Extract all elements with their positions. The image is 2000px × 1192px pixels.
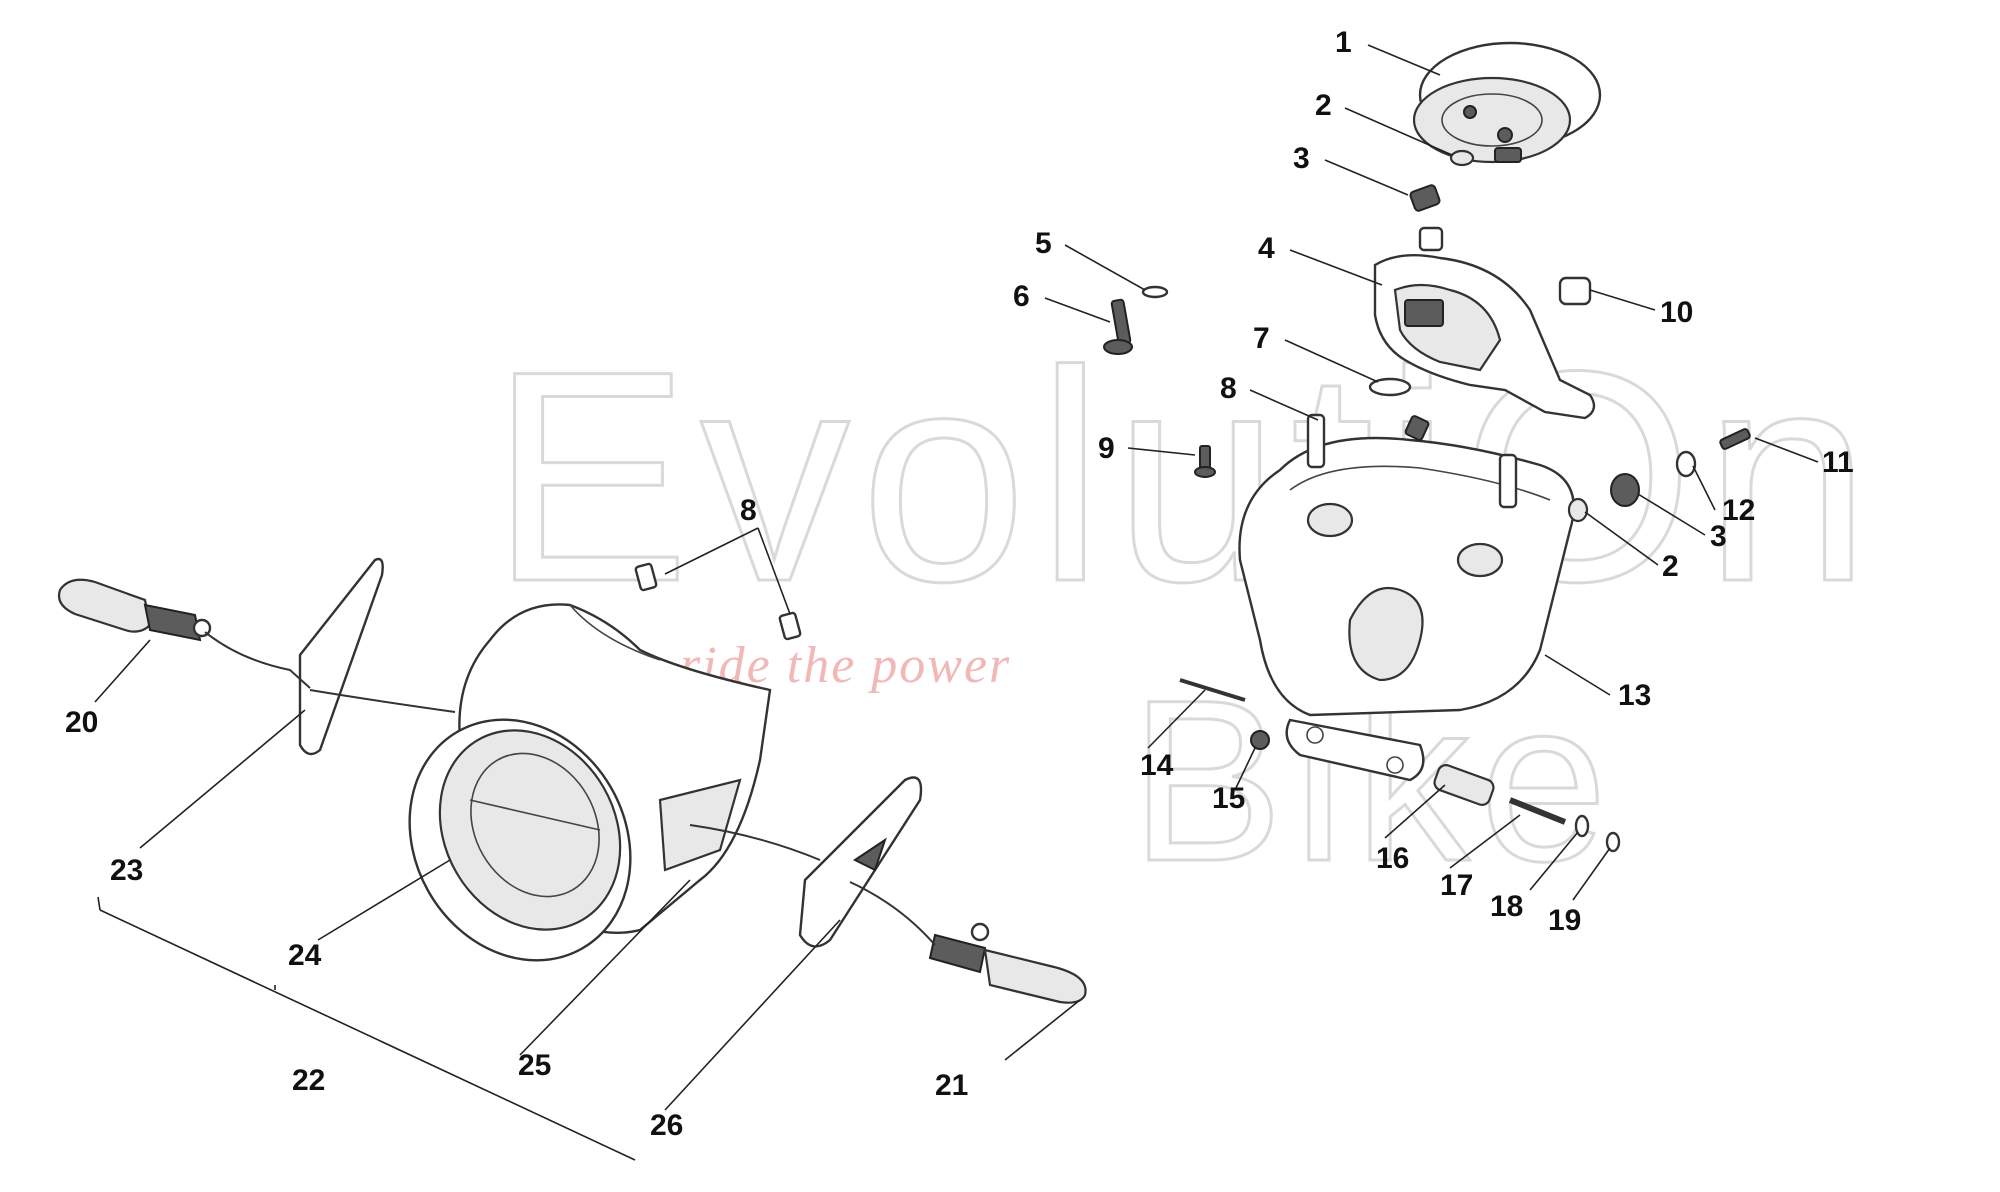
callout-14: 14 <box>1140 749 1174 782</box>
wiring <box>204 631 936 946</box>
part-screw-11 <box>1719 428 1751 450</box>
part-instrument-bracket <box>1373 226 1596 420</box>
callouts: 1 2 3 4 5 6 7 8 9 10 11 12 3 2 13 14 15 … <box>65 26 1854 1142</box>
part-pin-14 <box>1179 678 1246 702</box>
callout-2-right: 2 <box>1662 550 1679 583</box>
callout-3-right: 3 <box>1710 520 1727 553</box>
callout-20: 20 <box>65 706 98 739</box>
callout-15: 15 <box>1212 782 1245 815</box>
callout-1: 1 <box>1335 26 1352 59</box>
callout-23: 23 <box>110 854 143 887</box>
callout-11: 11 <box>1822 446 1854 479</box>
part-lower-bracket <box>1285 718 1425 782</box>
callout-9: 9 <box>1098 432 1115 465</box>
part-clip-8-right <box>1404 415 1430 441</box>
part-spacer <box>1409 184 1441 212</box>
part-signal-bracket-left <box>298 557 384 756</box>
callout-8: 8 <box>1220 372 1237 405</box>
callout-17: 17 <box>1440 869 1473 902</box>
callout-10: 10 <box>1660 296 1693 329</box>
part-washer-5 <box>1141 285 1169 299</box>
part-screw-9 <box>1194 445 1216 478</box>
part-signal-bracket-right <box>798 776 923 948</box>
callout-26: 26 <box>650 1109 683 1142</box>
leader-lines <box>94 44 1819 1161</box>
callout-18: 18 <box>1490 890 1523 923</box>
callout-24: 24 <box>288 939 322 972</box>
part-bush-10 <box>1558 276 1592 306</box>
callout-3: 3 <box>1293 142 1310 175</box>
part-washer-7 <box>1368 377 1412 397</box>
part-headlight-rim <box>408 718 632 962</box>
callout-22: 22 <box>292 1064 325 1097</box>
part-washer-18 <box>1574 814 1590 838</box>
part-nut-15 <box>1250 730 1270 750</box>
callout-2: 2 <box>1315 89 1332 122</box>
part-spacer-3-right <box>1610 473 1640 507</box>
part-bolt-17 <box>1508 797 1567 825</box>
part-turn-signal-left <box>57 578 212 642</box>
part-washer-12 <box>1675 450 1697 478</box>
watermark-brand: EvolutiOn <box>490 308 1881 644</box>
callout-19: 19 <box>1548 904 1581 937</box>
callout-4: 4 <box>1258 232 1275 265</box>
part-instrument-cluster <box>1412 41 1602 164</box>
callout-25: 25 <box>518 1049 551 1082</box>
callout-5: 5 <box>1035 227 1052 260</box>
part-sleeve-16 <box>1433 764 1495 806</box>
part-grommet-2-right <box>1567 497 1589 523</box>
watermark: EvolutiOn Bike ride the power <box>489 307 1881 911</box>
part-clip-8-left-a <box>634 562 658 592</box>
callout-7: 7 <box>1253 322 1270 355</box>
part-rubber-grommet <box>1449 149 1475 167</box>
part-nut-19 <box>1605 831 1621 853</box>
part-screw-6 <box>1103 298 1133 355</box>
callout-21: 21 <box>935 1069 968 1102</box>
callout-13: 13 <box>1618 679 1651 712</box>
callout-12: 12 <box>1722 494 1755 527</box>
part-turn-signal-right <box>928 922 1087 1004</box>
callout-16: 16 <box>1376 842 1409 875</box>
part-headlight-mount <box>1238 413 1575 717</box>
callout-6: 6 <box>1013 280 1030 313</box>
part-clip-8-left-b <box>778 611 802 641</box>
callout-8-left: 8 <box>740 494 757 527</box>
